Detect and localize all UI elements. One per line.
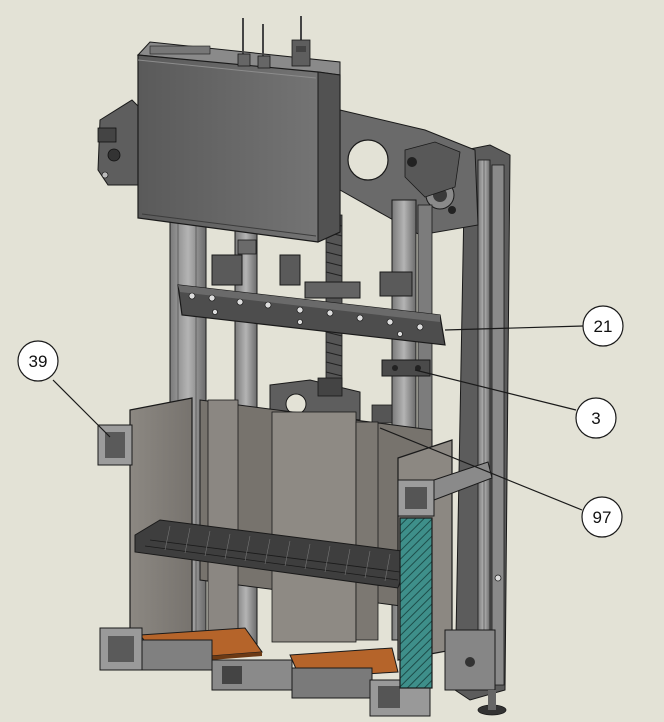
middle-carriage: [269, 377, 393, 424]
perforated-tray: [134, 519, 411, 589]
callout-balloon-97: 97: [581, 496, 623, 538]
crossbar-plate: [177, 284, 446, 346]
callout-balloon-21: 21: [582, 305, 624, 347]
callout-label-21: 21: [594, 317, 613, 336]
guide-bracket: [381, 359, 431, 377]
base-extrusions: [99, 627, 507, 717]
upper-bearing-plate: [339, 109, 479, 236]
upper-carriage-blocks: [211, 239, 413, 299]
left-bracket: [97, 99, 141, 186]
side-extrusion: [97, 424, 133, 466]
cable-connectors: [237, 16, 311, 69]
leader-lines: [52, 325, 584, 511]
callout-label-97: 97: [593, 508, 612, 527]
callout-label-39: 39: [29, 352, 48, 371]
callout-balloon-3: 3: [575, 397, 617, 439]
front-upright: [397, 461, 493, 689]
callout-balloon-39: 39: [17, 340, 59, 382]
control-box: [136, 41, 341, 243]
callout-label-3: 3: [591, 409, 600, 428]
right-frame-rails: [454, 144, 511, 701]
